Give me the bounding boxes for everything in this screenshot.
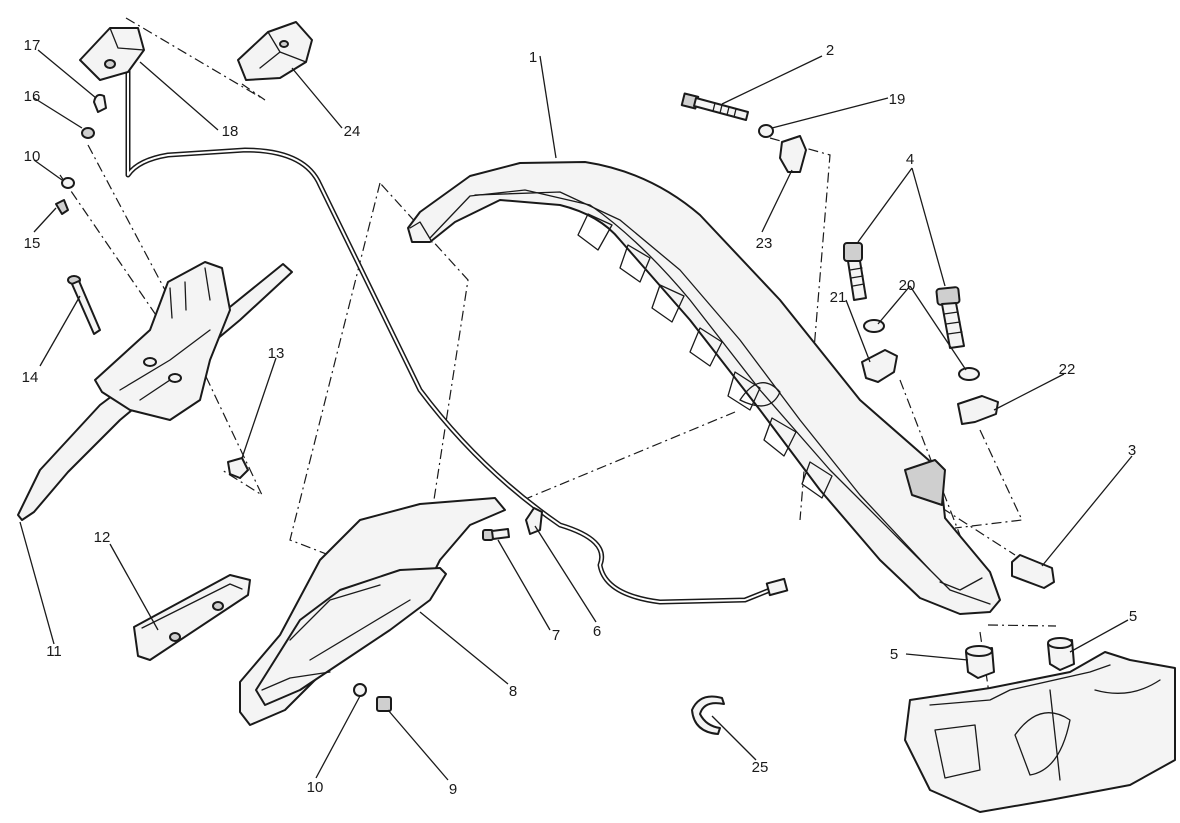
callout-9: 9 [449,781,457,798]
callout-21: 21 [830,289,847,306]
callout-14: 14 [22,369,39,386]
callout-11: 11 [46,643,62,660]
callout-23: 23 [756,235,773,252]
callout-17: 17 [24,37,41,54]
callout-7: 7 [552,627,560,644]
part-15-screw [55,199,69,215]
part-16-nut [81,127,95,139]
part-14-bolt [67,275,101,335]
part-3-spacer [1011,554,1055,589]
part-21-bracket [861,349,898,383]
part-19-washer [758,124,774,138]
wiring-cable [125,67,789,605]
callout-25: 25 [752,759,769,776]
leader-lines [19,49,1133,781]
part-4-screws [843,242,965,349]
part-12-reflector [133,574,251,661]
callout-24: 24 [344,123,361,140]
part-7-screw [482,528,510,541]
callout-12: 12 [94,529,111,546]
callout-6: 6 [593,623,601,640]
part-17-bulb [93,93,107,113]
part-18-lamp-holder [79,27,145,81]
part-1-subframe [407,161,1001,615]
part-6-clip [525,507,543,535]
part-13-grommet [227,457,249,479]
callout-19: 19 [889,91,906,108]
part-5-bushings [965,637,1075,679]
part-25-clamp [691,695,725,735]
part-10-washer-upper [61,177,75,189]
callout-5-right: 5 [1129,608,1137,625]
callout-10-lower: 10 [307,779,324,796]
callout-16: 16 [24,88,41,105]
callout-20: 20 [899,277,916,294]
callout-22: 22 [1059,361,1076,378]
part-24-lamp-cover [237,21,313,81]
callout-5-left: 5 [890,646,898,663]
part-11-plate-bracket [17,261,293,521]
callout-2: 2 [826,42,834,59]
part-22-bracket [957,395,999,425]
callout-3: 3 [1128,442,1136,459]
callout-labels: 1 2 19 4 23 21 20 22 3 5 5 6 7 8 9 10 25… [22,37,1138,798]
callout-13: 13 [268,345,285,362]
callout-18: 18 [222,123,239,140]
callout-15: 15 [24,235,41,252]
part-2-bolt [680,92,749,121]
part-10-washer-lower [353,683,367,697]
callout-8: 8 [509,683,517,700]
callout-4: 4 [906,151,914,168]
frame-section [904,651,1176,813]
part-9-nut [376,696,392,712]
part-23-bracket [779,135,807,173]
part-8-housing [239,497,506,726]
callout-1: 1 [529,49,537,66]
callout-10-upper: 10 [24,148,41,165]
